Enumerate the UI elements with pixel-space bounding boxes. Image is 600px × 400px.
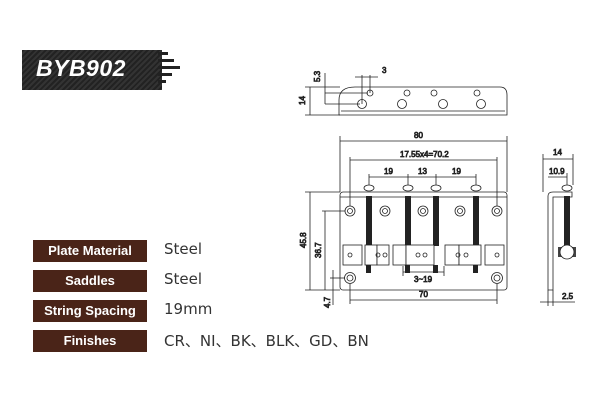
dim-label: 19	[452, 167, 461, 176]
spec-value: CR、NI、BK、BLK、GD、BN	[164, 332, 369, 350]
dim-label: 4.7	[323, 296, 332, 308]
front-view	[305, 136, 508, 305]
dim-label: 17.55x4=70.2	[400, 150, 449, 159]
spec-row-string-spacing: String Spacing 19mm	[33, 300, 413, 322]
spec-label: String Spacing	[33, 300, 147, 322]
spec-row-finishes: Finishes CR、NI、BK、BLK、GD、BN	[33, 330, 413, 352]
spec-value: Steel	[164, 240, 203, 258]
top-view	[305, 73, 508, 116]
dim-label: 14	[298, 96, 307, 105]
model-name: BYB902	[36, 55, 126, 81]
spec-value: Steel	[164, 270, 203, 288]
spec-label: Finishes	[33, 330, 147, 352]
dim-label: 36.7	[314, 242, 323, 258]
spec-label: Saddles	[33, 270, 147, 292]
dim-label: 19	[384, 167, 393, 176]
spec-label: Plate Material	[33, 240, 147, 262]
spec-value: 19mm	[164, 300, 213, 318]
dim-label: 3~19	[414, 275, 433, 284]
logo-stripes	[158, 52, 180, 87]
dim-label: 2.5	[562, 292, 574, 301]
dim-label: 45.8	[299, 232, 308, 248]
dim-label: 70	[419, 290, 428, 299]
dim-label: 13	[418, 167, 427, 176]
dim-label: 14	[553, 148, 562, 157]
dim-label: 5.3	[313, 70, 322, 82]
dim-label: 10.9	[549, 167, 565, 176]
spec-row-plate-material: Plate Material Steel	[33, 240, 413, 262]
dim-label: 3	[382, 66, 387, 75]
side-view	[540, 154, 576, 306]
model-logo: BYB902	[22, 50, 162, 90]
spec-row-saddles: Saddles Steel	[33, 270, 413, 292]
dim-label: 80	[414, 131, 423, 140]
